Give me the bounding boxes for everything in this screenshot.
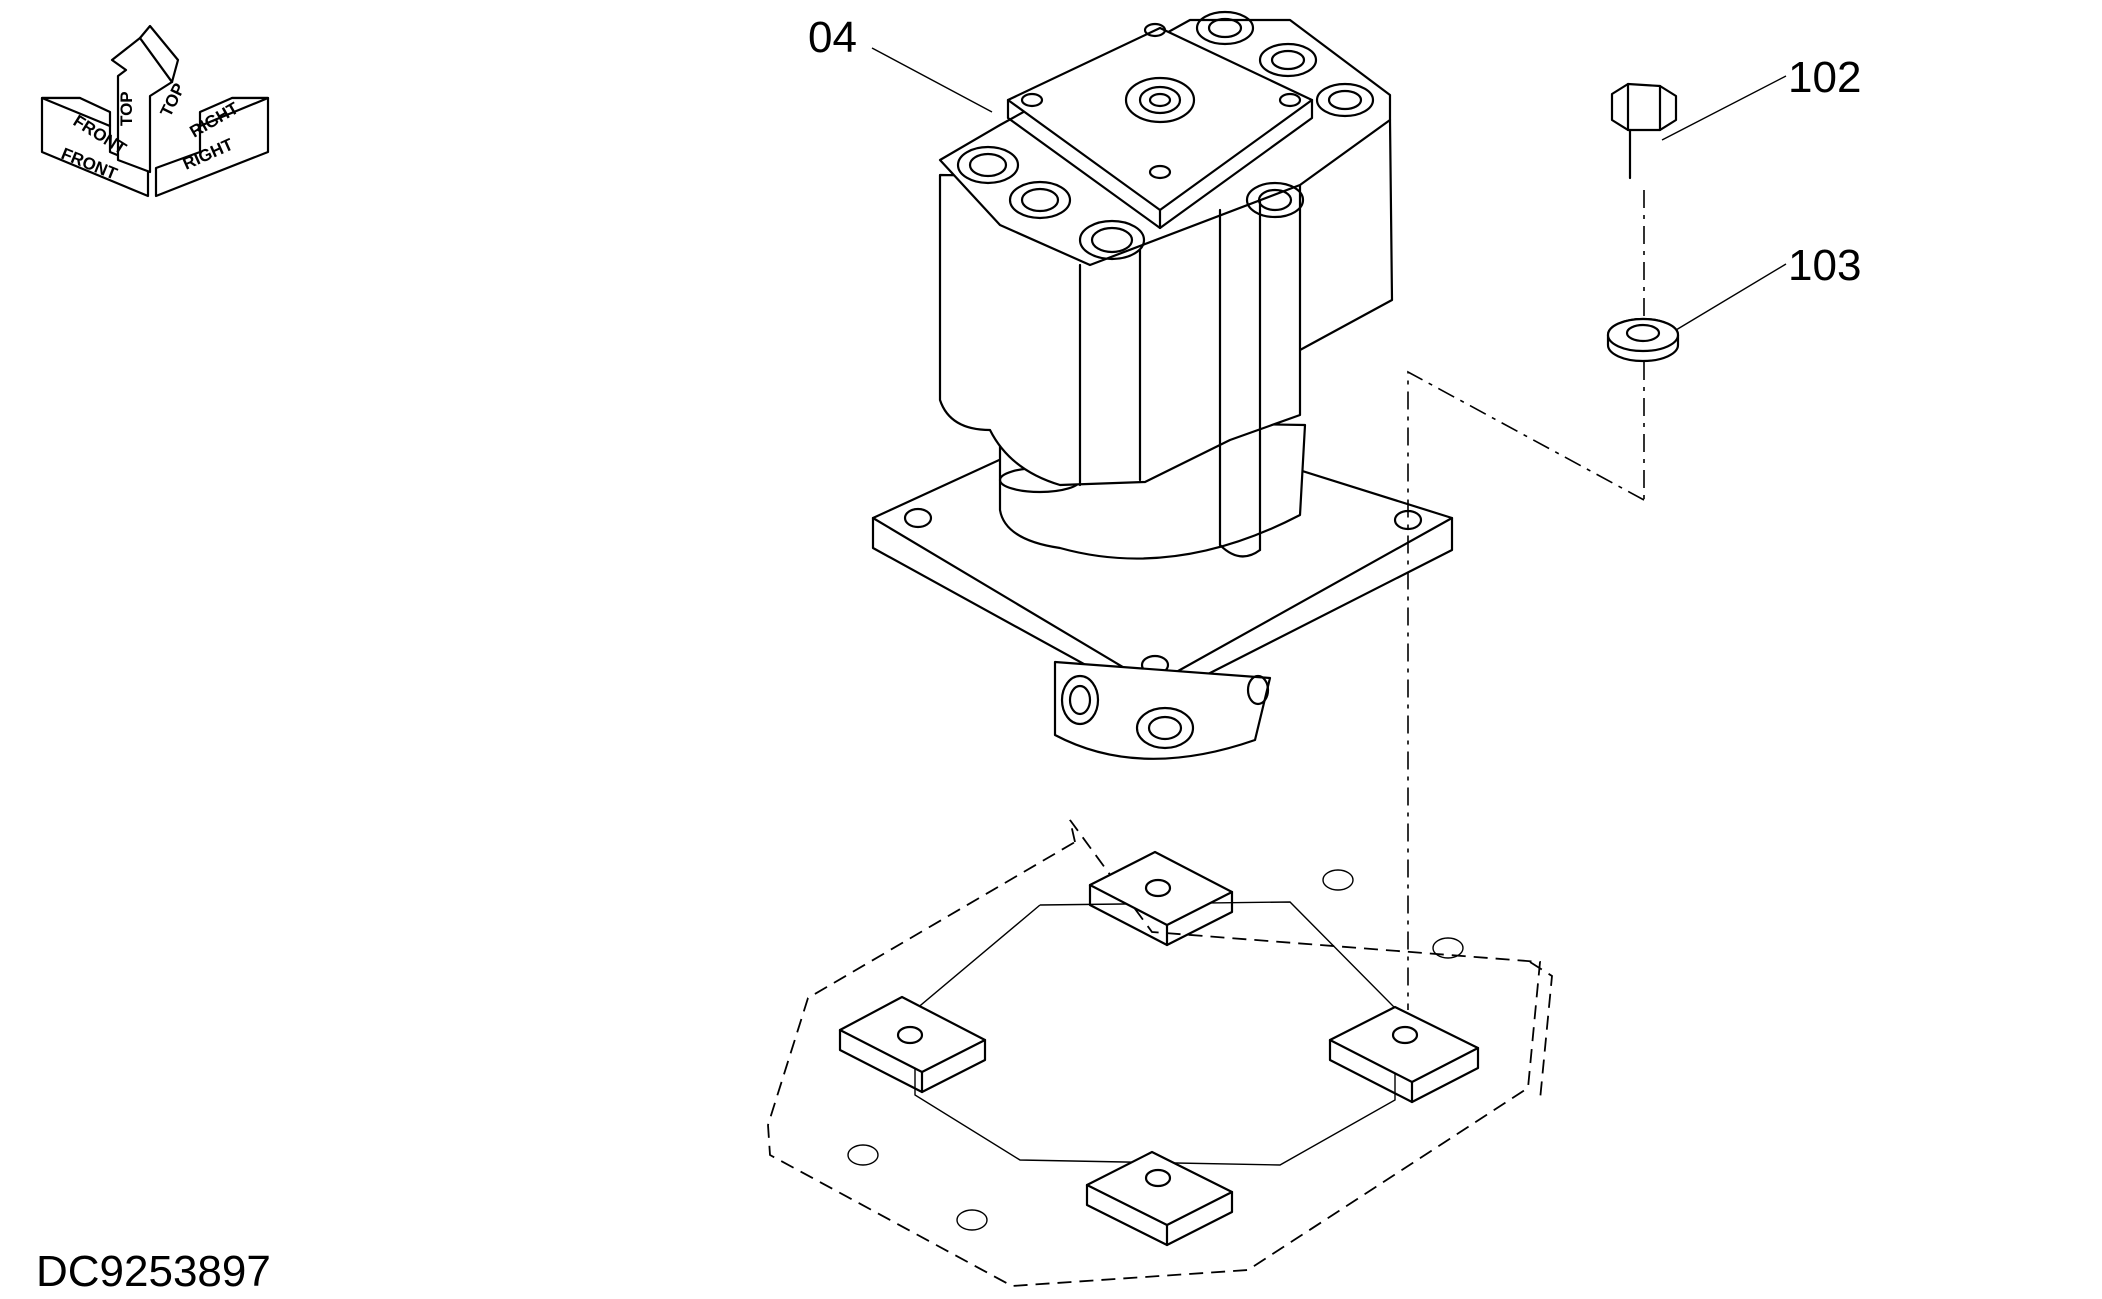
callout-04: 04 — [808, 13, 857, 62]
washer-103 — [1606, 317, 1680, 363]
pump-housing — [938, 10, 1394, 558]
plate-pad-right — [1328, 1005, 1480, 1104]
plate-pad-bottom — [1085, 1150, 1234, 1247]
pump-lower-body — [1053, 660, 1272, 760]
document-id: DC9253897 — [36, 1247, 271, 1296]
leader-lines — [871, 47, 1787, 331]
plate-pad-left — [838, 995, 987, 1094]
callout-103: 103 — [1788, 241, 1861, 290]
orientation-top-label: TOP — [117, 91, 136, 126]
plate-pad-top — [1088, 850, 1234, 947]
bolt-102 — [1610, 82, 1678, 180]
callout-102: 102 — [1788, 53, 1861, 102]
assembly-centerlines — [1407, 190, 1645, 1010]
orientation-indicator: FRONT FRONT TOP TOP RIGHT RIGHT — [40, 24, 270, 198]
mounting-plate — [767, 819, 1553, 1287]
